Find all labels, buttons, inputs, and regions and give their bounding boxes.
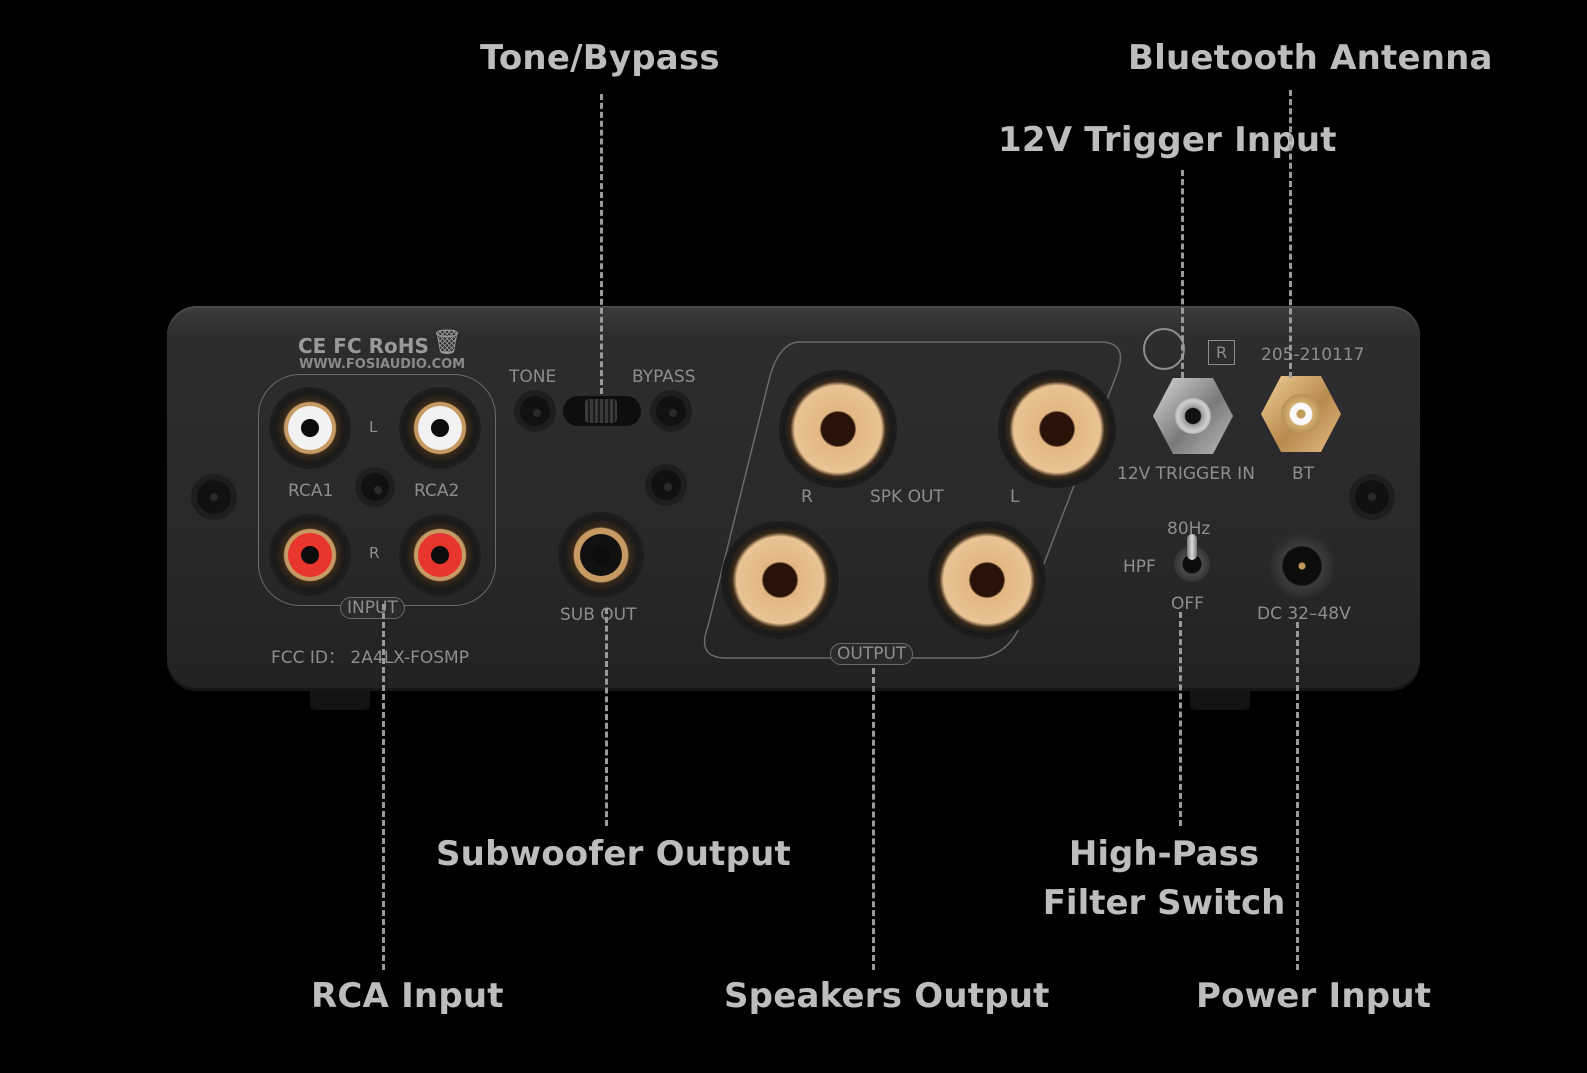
mount-hole-left [197,480,231,514]
leader-subwoofer [605,608,608,826]
rca1-left-jack[interactable] [269,387,351,469]
speaker-output-outline [703,341,1122,659]
leader-bluetooth [1289,90,1292,378]
callout-speakers-output: Speakers Output [724,976,1050,1016]
mount-hole-right [1355,480,1389,514]
bt-label: BT [1292,464,1315,484]
mount-hole-rca [361,473,389,501]
mount-hole-sub [651,470,681,500]
rca-r-label: R [369,544,380,562]
hpf-80hz-label: 80Hz [1167,519,1211,539]
speaker-left-positive-post[interactable] [998,370,1116,488]
callout-hpf-switch: High-Pass Filter Switch [1034,830,1294,928]
callout-power-input: Power Input [1196,976,1432,1016]
telec-mark-icon [1143,328,1185,370]
callout-rca-input: RCA Input [311,976,504,1016]
bypass-label: BYPASS [632,367,696,387]
leader-rca [382,604,385,970]
tone-bypass-switch[interactable] [563,396,641,426]
callout-subwoofer-output: Subwoofer Output [436,834,791,874]
rca2-left-jack[interactable] [399,387,481,469]
trigger-in-label: 12V TRIGGER IN [1117,464,1255,484]
callout-bluetooth-antenna: Bluetooth Antenna [1128,38,1493,78]
hpf-toggle-lever[interactable] [1187,534,1197,560]
bt-antenna-connector[interactable] [1261,376,1341,452]
rca1-label: RCA1 [288,481,334,501]
sub-out-label: SUB OUT [560,605,637,625]
callout-hpf-line2: Filter Switch [1042,883,1286,923]
leader-trigger [1181,170,1184,378]
reg-number: 205-210117 [1261,345,1365,365]
fcc-id: FCC ID： 2A4LX-FOSMP [271,648,469,668]
leader-tone-bypass [600,94,603,394]
spk-out-label: SPK OUT [870,487,944,507]
spk-r-label: R [801,487,813,507]
dc-power-jack[interactable] [1269,533,1335,599]
website-text: WWW.FOSIAUDIO.COM [299,357,466,372]
output-label: OUTPUT [830,643,914,665]
hpf-off-label: OFF [1171,594,1204,614]
hpf-toggle-switch[interactable] [1174,534,1210,582]
cert-logos: CE FC RoHS [298,334,429,358]
trigger-in-jack[interactable] [1153,378,1233,454]
rca2-right-jack[interactable] [399,514,481,596]
rubber-foot-right [1190,688,1250,710]
leader-hpf [1179,612,1182,826]
rca-l-label: L [369,418,378,436]
speaker-left-negative-post[interactable] [928,521,1046,639]
dc-input-label: DC 32–48V [1257,604,1351,624]
speaker-right-negative-post[interactable] [721,521,839,639]
callout-trigger-input: 12V Trigger Input [998,120,1337,160]
speaker-right-positive-post[interactable] [779,370,897,488]
bypass-screw [656,396,686,426]
sub-out-jack[interactable] [558,512,644,598]
tone-screw [520,396,550,426]
leader-power [1296,622,1299,970]
leader-speakers [872,668,875,970]
rca2-label: RCA2 [414,481,460,501]
rubber-foot-left [310,688,370,710]
hpf-label: HPF [1123,557,1156,577]
input-label: INPUT [340,597,405,619]
weee-bin-icon: 🗑 [432,328,463,356]
r-mark: R [1208,340,1236,365]
spk-l-label: L [1010,487,1020,507]
tone-bypass-slider[interactable] [585,399,617,423]
callout-tone-bypass: Tone/Bypass [480,38,720,78]
rca1-right-jack[interactable] [269,514,351,596]
tone-label: TONE [509,367,557,387]
callout-hpf-line1: High-Pass [1068,834,1260,874]
